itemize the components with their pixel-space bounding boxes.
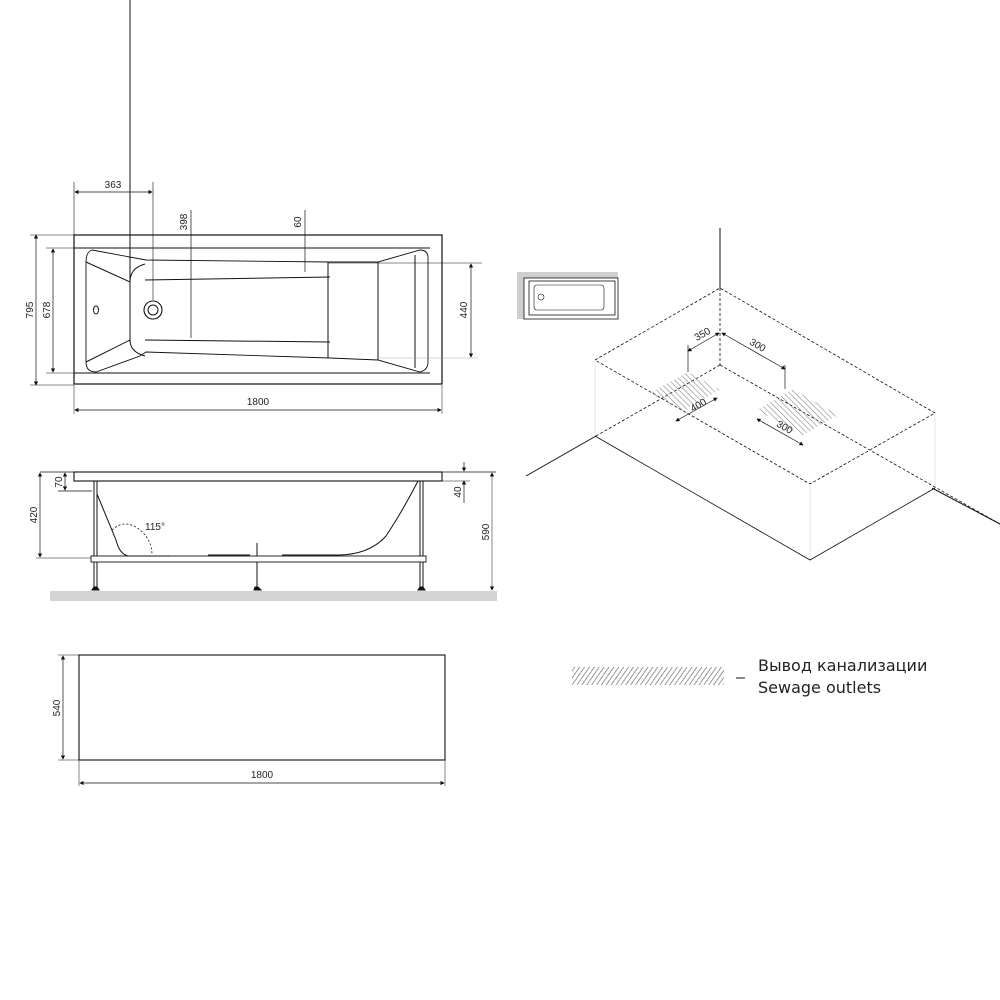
legend-label-ru: Вывод канализации xyxy=(758,656,928,675)
dim-drain-offset: 363 xyxy=(105,180,122,191)
dim-angle: 115° xyxy=(145,522,165,533)
floor-line xyxy=(50,591,497,601)
dim-540: 540 xyxy=(52,699,63,716)
dim-300: 300 xyxy=(747,337,767,355)
dim-590: 590 xyxy=(481,523,492,540)
legend-label-en: Sewage outlets xyxy=(758,678,882,697)
dim-350: 350 xyxy=(693,326,713,344)
dim-40: 40 xyxy=(453,486,464,498)
dim-60: 60 xyxy=(293,216,304,228)
dim-398: 398 xyxy=(179,213,190,230)
dim-1800-panel: 1800 xyxy=(251,770,274,781)
dim-795: 795 xyxy=(25,301,36,318)
legend-labels: Вывод канализации Sewage outlets xyxy=(758,655,927,699)
dim-1800-top: 1800 xyxy=(247,397,270,408)
dim-420: 420 xyxy=(29,506,40,523)
hatch-swatch xyxy=(572,667,724,685)
dim-440: 440 xyxy=(459,301,470,318)
legend: – Вывод канализации Sewage outlets xyxy=(570,655,950,705)
isometric-view xyxy=(517,228,1000,561)
legend-dash: – xyxy=(736,669,745,686)
top-view xyxy=(30,0,482,414)
side-view xyxy=(36,462,496,591)
panel-view xyxy=(58,654,446,786)
dim-70: 70 xyxy=(54,476,65,488)
dim-678: 678 xyxy=(42,301,53,318)
